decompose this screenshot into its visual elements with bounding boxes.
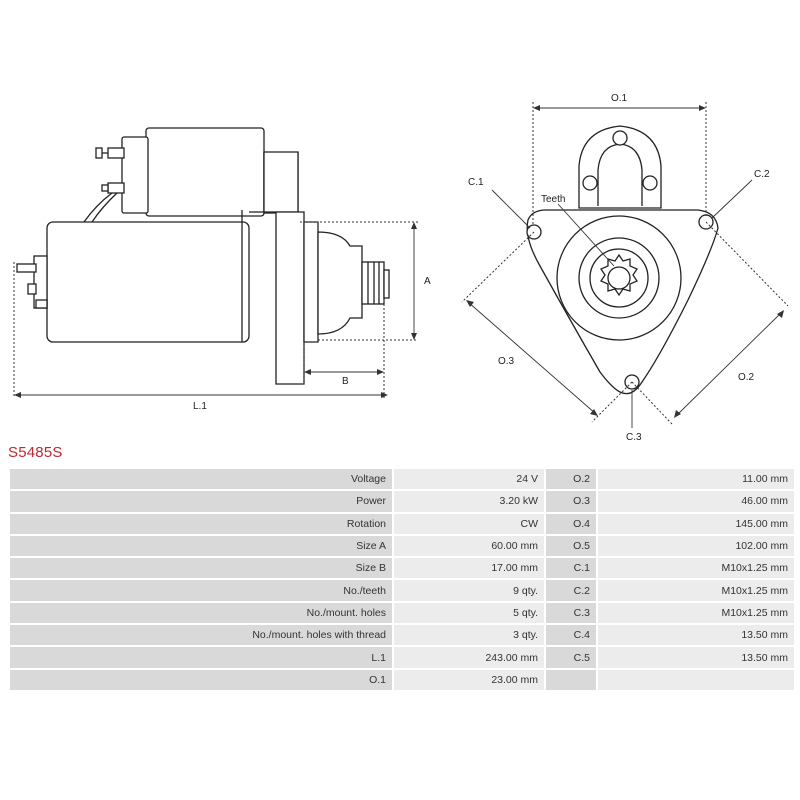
dimension-b-label: B xyxy=(342,376,349,387)
spec-label: No./teeth xyxy=(10,580,392,601)
spec-label-secondary: C.4 xyxy=(546,625,596,646)
spec-value: 3.20 kW xyxy=(394,491,544,512)
spec-value-secondary: M10x1.25 mm xyxy=(598,558,794,579)
spec-label-secondary: C.3 xyxy=(546,602,596,624)
spec-label: No./mount. holes xyxy=(10,602,392,624)
spec-label: Rotation xyxy=(10,513,392,534)
spec-value-secondary: M10x1.25 mm xyxy=(598,602,794,624)
spec-value: 5 qty. xyxy=(394,602,544,624)
callout-c3-label: C.3 xyxy=(626,432,642,443)
dimension-a-label: A xyxy=(424,276,431,287)
part-code: S5485S xyxy=(8,444,63,461)
teeth-label: Teeth xyxy=(541,194,565,205)
spec-value-secondary: 46.00 mm xyxy=(598,491,794,512)
spec-label: Size A xyxy=(10,535,392,557)
spec-label-secondary: O.5 xyxy=(546,535,596,557)
spec-label: O.1 xyxy=(10,669,392,690)
spec-value: 243.00 mm xyxy=(394,647,544,668)
spec-value: CW xyxy=(394,513,544,534)
dimension-o3-label: O.3 xyxy=(498,356,515,367)
spec-value-secondary: M10x1.25 mm xyxy=(598,580,794,601)
spec-label-secondary: C.2 xyxy=(546,580,596,601)
callout-c2-label: C.2 xyxy=(754,169,770,180)
spec-value: 60.00 mm xyxy=(394,535,544,557)
spec-value-secondary xyxy=(598,669,794,690)
spec-label-secondary xyxy=(546,669,596,690)
spec-label-secondary: O.4 xyxy=(546,513,596,534)
spec-value-secondary: 13.50 mm xyxy=(598,625,794,646)
side-view-drawing: A B L.1 xyxy=(13,127,431,412)
spec-label-secondary: C.5 xyxy=(546,647,596,668)
dimension-o1-label: O.1 xyxy=(611,93,628,104)
spec-value: 24 V xyxy=(394,469,544,490)
spec-value: 9 qty. xyxy=(394,580,544,601)
spec-value: 23.00 mm xyxy=(394,669,544,690)
spec-label-secondary: C.1 xyxy=(546,558,596,579)
dimension-l1-label: L.1 xyxy=(193,401,207,412)
dimension-o2-label: O.2 xyxy=(738,372,755,383)
spec-value-secondary: 145.00 mm xyxy=(598,513,794,534)
spec-label-secondary: O.2 xyxy=(546,469,596,490)
spec-value: 17.00 mm xyxy=(394,558,544,579)
spec-label: Voltage xyxy=(10,469,392,490)
front-view-drawing: O.1 C.1 C.2 Teeth C.3 O.3 O.2 xyxy=(461,93,789,443)
spec-label-secondary: O.3 xyxy=(546,491,596,512)
spec-value: 3 qty. xyxy=(394,625,544,646)
spec-label: Size B xyxy=(10,558,392,579)
spec-value-secondary: 102.00 mm xyxy=(598,535,794,557)
spec-value-secondary: 13.50 mm xyxy=(598,647,794,668)
spec-label: Power xyxy=(10,491,392,512)
spec-label: No./mount. holes with thread xyxy=(10,625,392,646)
callout-c1-label: C.1 xyxy=(468,177,484,188)
spec-label: L.1 xyxy=(10,647,392,668)
technical-drawings: A B L.1 O.1 xyxy=(13,93,789,443)
spec-value-secondary: 11.00 mm xyxy=(598,469,794,490)
